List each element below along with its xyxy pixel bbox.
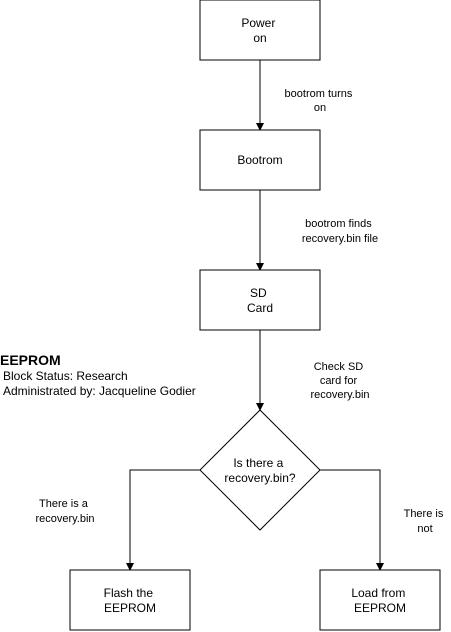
edge-label-bootrom-turns-on: bootrom turns on — [285, 88, 356, 114]
info-panel: EEPROM Block Status: Research Administra… — [0, 352, 230, 399]
edge-label-check-sd: Check SD card for recovery.bin — [310, 361, 369, 401]
node-bootrom — [199, 129, 321, 191]
node-decision — [199, 409, 321, 531]
node-sd-card-label: SD Card — [247, 286, 273, 315]
block-status: Block Status: Research — [3, 369, 128, 383]
node-load-eeprom — [319, 569, 441, 631]
info-title: EEPROM — [0, 352, 61, 368]
edge-decision-to-load — [320, 469, 384, 571]
node-bootrom-label: Bootrom — [237, 153, 282, 167]
node-load-eeprom-label: Load from EEPROM — [351, 586, 408, 615]
edge-label-bootrom-finds: bootrom finds recovery.bin file — [302, 218, 378, 245]
node-flash-eeprom-label: Flash the EEPROM — [104, 586, 157, 615]
node-power-on-label: Power on — [241, 16, 278, 45]
edge-label-there-is-recovery: There is a recovery.bin — [35, 498, 94, 525]
node-sd-card — [199, 269, 321, 331]
node-power-on — [199, 0, 321, 61]
administrator: Administrated by: Jacqueline Godier — [3, 384, 196, 398]
edge-decision-to-flash — [126, 469, 200, 571]
node-decision-label: Is there a recovery.bin? — [224, 456, 295, 485]
node-flash-eeprom — [69, 569, 191, 631]
edge-label-there-is-not: There is not — [404, 508, 447, 535]
